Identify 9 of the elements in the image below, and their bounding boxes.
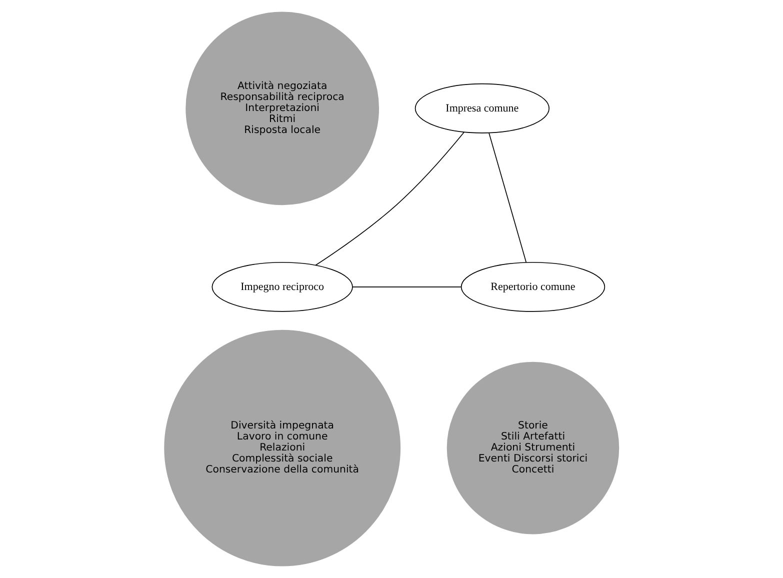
node-ellipse: Repertorio comune [460,262,606,312]
connector [315,132,465,266]
node-ellipse: Impegno reciproco [212,262,353,312]
node-ellipse: Impresa comune [414,83,550,134]
connector [352,286,462,288]
node-circle: Diversità impegnata Lavoro in comune Relazioni Complessità sociale Conservazione della comunità [164,330,401,566]
connector [488,132,527,263]
node-circle: Attività negoziata Responsabilità reciproca Interpretazioni Ritmi Risposta locale [186,12,380,206]
node-circle: Storie Stili Artefatti Azioni Strumenti Eventi Discorsi storici Concetti [446,362,620,534]
